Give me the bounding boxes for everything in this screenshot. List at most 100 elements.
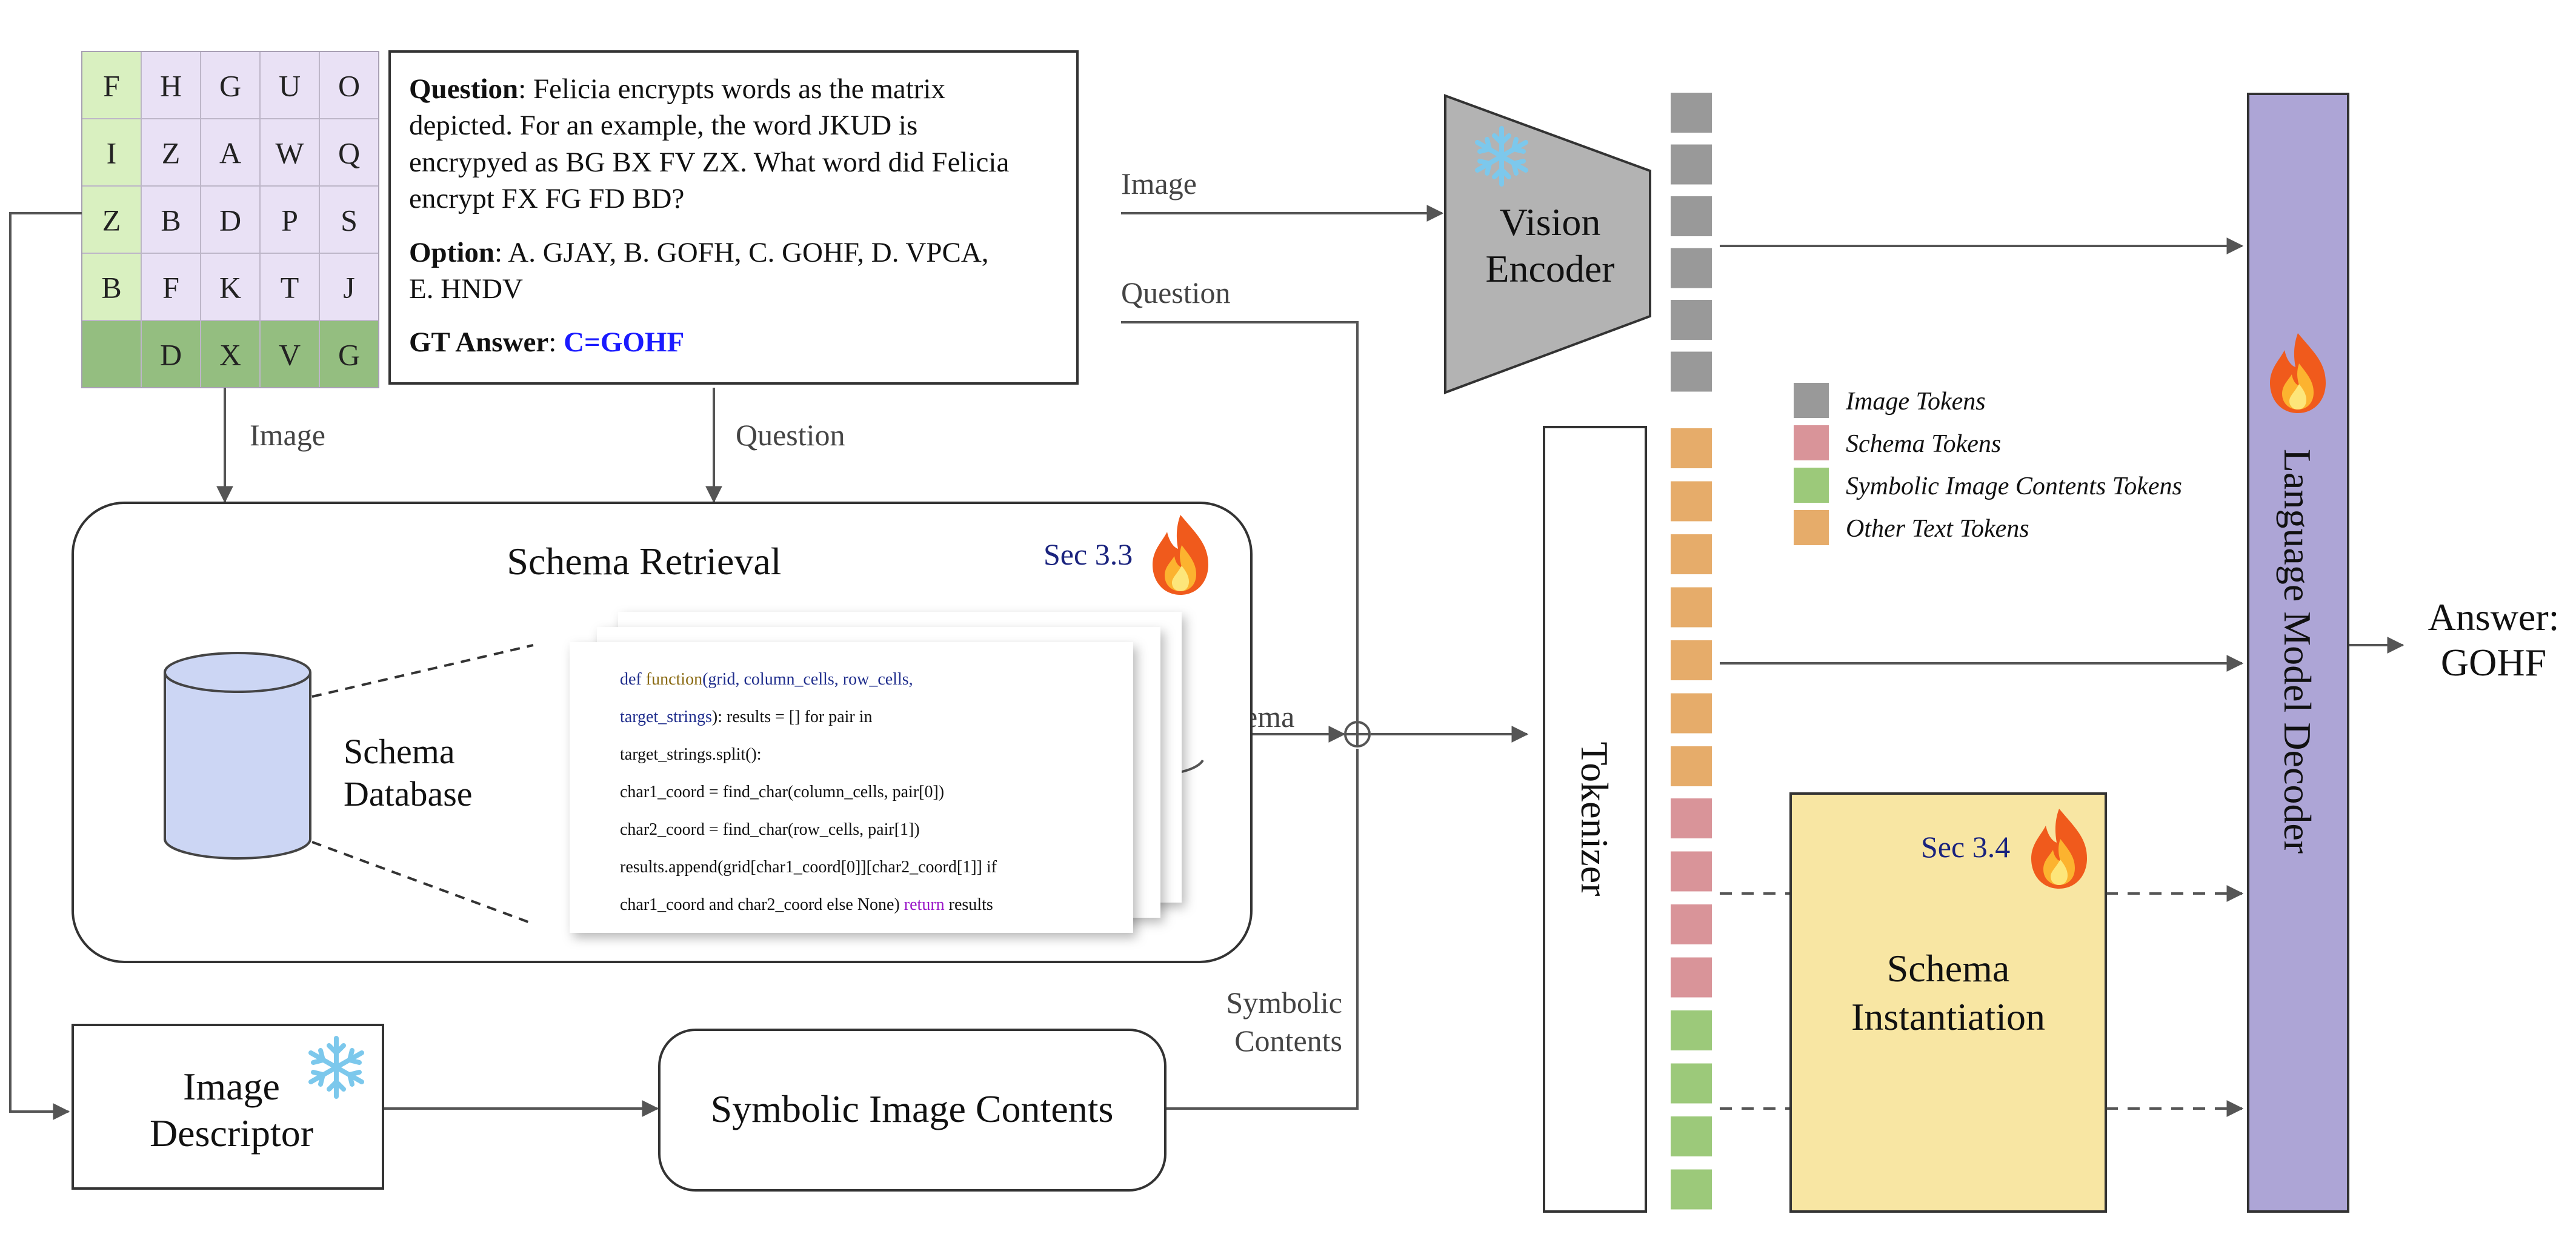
decoder-frame xyxy=(2247,93,2349,1213)
schema-token xyxy=(1671,851,1712,892)
vision-encoder-label-2: Encoder xyxy=(1485,247,1614,290)
legend-label: Image Tokens xyxy=(1845,388,1986,416)
schema-database-label-2: Database xyxy=(344,774,473,814)
grid-cell xyxy=(81,320,142,388)
grid-cell-letter: D xyxy=(160,338,182,372)
image-descriptor-block: Image Descriptor xyxy=(72,1024,384,1190)
schema-token xyxy=(1671,957,1712,998)
grid-cell-letter: D xyxy=(219,204,241,237)
question-to-join-line xyxy=(1121,321,1359,721)
image-token xyxy=(1671,300,1712,340)
grid-cell xyxy=(259,253,320,321)
symbolic-token xyxy=(1671,1063,1712,1104)
grid-cell xyxy=(141,51,201,119)
vision-encoder-block: Vision Encoder xyxy=(1444,94,1651,394)
grid-cell-letter: I xyxy=(107,136,117,170)
image-token xyxy=(1671,144,1712,185)
symbolic-edge-label-1: Symbolic xyxy=(1226,986,1342,1020)
grid-cell-letter: V xyxy=(279,338,301,372)
question-top-label: Question xyxy=(1121,276,1231,310)
fire-icon xyxy=(1153,515,1208,595)
grid-cell-letter: B xyxy=(101,271,121,305)
symbolic-to-join-line xyxy=(1165,749,1359,1110)
vision-encoder-label-1: Vision xyxy=(1500,201,1601,244)
grid-cell xyxy=(200,118,261,187)
answer-value: GOHF xyxy=(2441,641,2546,684)
grid-cell xyxy=(200,320,261,388)
legend-swatch xyxy=(1794,383,1829,418)
gt-answer-line: GT Answer: C=GOHF xyxy=(409,327,684,358)
image-top-label: Image xyxy=(1121,167,1197,201)
grid-border xyxy=(81,51,379,388)
grid-cell-letter: F xyxy=(162,271,179,305)
symbolic-token xyxy=(1671,1010,1712,1050)
question-box: Question: Felicia encrypts words as the … xyxy=(388,50,1079,385)
code-card-front xyxy=(570,642,1133,933)
code-line-1: def function(grid, column_cells, row_cel… xyxy=(620,670,913,689)
grid-cell-letter: U xyxy=(279,69,301,103)
symbolic-token xyxy=(1671,1169,1712,1210)
tokenizer-frame xyxy=(1543,426,1647,1213)
image-token xyxy=(1671,93,1712,133)
other-text-token xyxy=(1671,481,1712,522)
grid-cell xyxy=(200,253,261,321)
legend-label: Other Text Tokens xyxy=(1846,515,2029,543)
image-descriptor-label-2: Descriptor xyxy=(150,1112,313,1155)
fire-icon xyxy=(2031,809,2087,889)
code-line-7: char1_coord and char2_coord else None) r… xyxy=(620,895,993,914)
grid-cell-letter: Z xyxy=(162,136,181,170)
option-text-line-2: E. HNDV xyxy=(409,273,523,305)
grid-cell-letter: S xyxy=(341,204,358,237)
tokenizer-label: Tokenizer xyxy=(1573,742,1616,897)
schema-retrieval-sec: Sec 3.3 xyxy=(1043,537,1133,571)
grid-cell xyxy=(81,51,142,119)
grid-cell xyxy=(141,185,201,254)
code-line-3: target_strings.split(): xyxy=(620,745,762,764)
snowflake-icon xyxy=(1475,126,1528,187)
schema-instantiation-label-1: Schema xyxy=(1887,947,2010,990)
grid-cell-letter: G xyxy=(219,69,241,103)
answer-label: Answer: xyxy=(2428,595,2560,638)
code-line-2: target_strings): results = [] for pair i… xyxy=(620,708,873,726)
other-text-token xyxy=(1671,693,1712,734)
dashed-connectors xyxy=(1720,885,2244,1117)
code-line-5: char2_coord = find_char(row_cells, pair[… xyxy=(620,820,920,839)
schema-instantiation-block: Schema Instantiation Sec 3.4 xyxy=(1789,792,2107,1213)
legend-swatch xyxy=(1794,510,1829,545)
tokenizer-block: Tokenizer xyxy=(1543,426,1647,1213)
symbolic-token xyxy=(1671,1116,1712,1156)
grid-cell xyxy=(319,118,379,187)
schema-token xyxy=(1671,798,1712,838)
db-to-cards-dash-bottom xyxy=(311,841,534,925)
connectors xyxy=(9,205,2405,1120)
decoder-label: Language Model Decoder xyxy=(2276,449,2319,854)
schema-instantiation-label-2: Instantiation xyxy=(1851,995,2045,1038)
symbolic-contents-block: Symbolic Image Contents xyxy=(658,1029,1167,1192)
grid-cell-letter: Z xyxy=(102,204,121,237)
grid-cell xyxy=(319,253,379,321)
symbolic-contents-frame xyxy=(658,1029,1167,1192)
grid-cell xyxy=(141,320,201,388)
schema-database-label-1: Schema xyxy=(344,732,455,771)
image-descriptor-label-1: Image xyxy=(183,1065,280,1108)
image-descriptor-frame xyxy=(72,1024,384,1190)
image-token xyxy=(1671,351,1712,392)
legend-label: Schema Tokens xyxy=(1846,430,2001,458)
question-text-line-4: encrypt FX FG FD BD? xyxy=(409,183,684,214)
grid-cell-letter: O xyxy=(338,69,360,103)
symbolic-contents-label: Symbolic Image Contents xyxy=(711,1087,1114,1130)
grid-cell xyxy=(259,320,320,388)
other-text-token xyxy=(1671,640,1712,680)
grid-cell-letter: B xyxy=(161,204,181,237)
schema-retrieval-title: Schema Retrieval xyxy=(507,540,781,583)
other-text-token xyxy=(1671,534,1712,574)
language-model-decoder-block: Language Model Decoder xyxy=(2247,93,2349,1213)
db-to-cards-dash-top xyxy=(311,644,534,698)
grid-cell-letter: G xyxy=(338,338,360,372)
image-edge-label: Image xyxy=(250,418,325,452)
grid-cell-letter: W xyxy=(275,136,304,170)
join-symbol xyxy=(1344,721,1371,748)
grid-cell-letter: J xyxy=(343,271,354,305)
grid-to-descriptor-arrow xyxy=(9,212,82,1120)
